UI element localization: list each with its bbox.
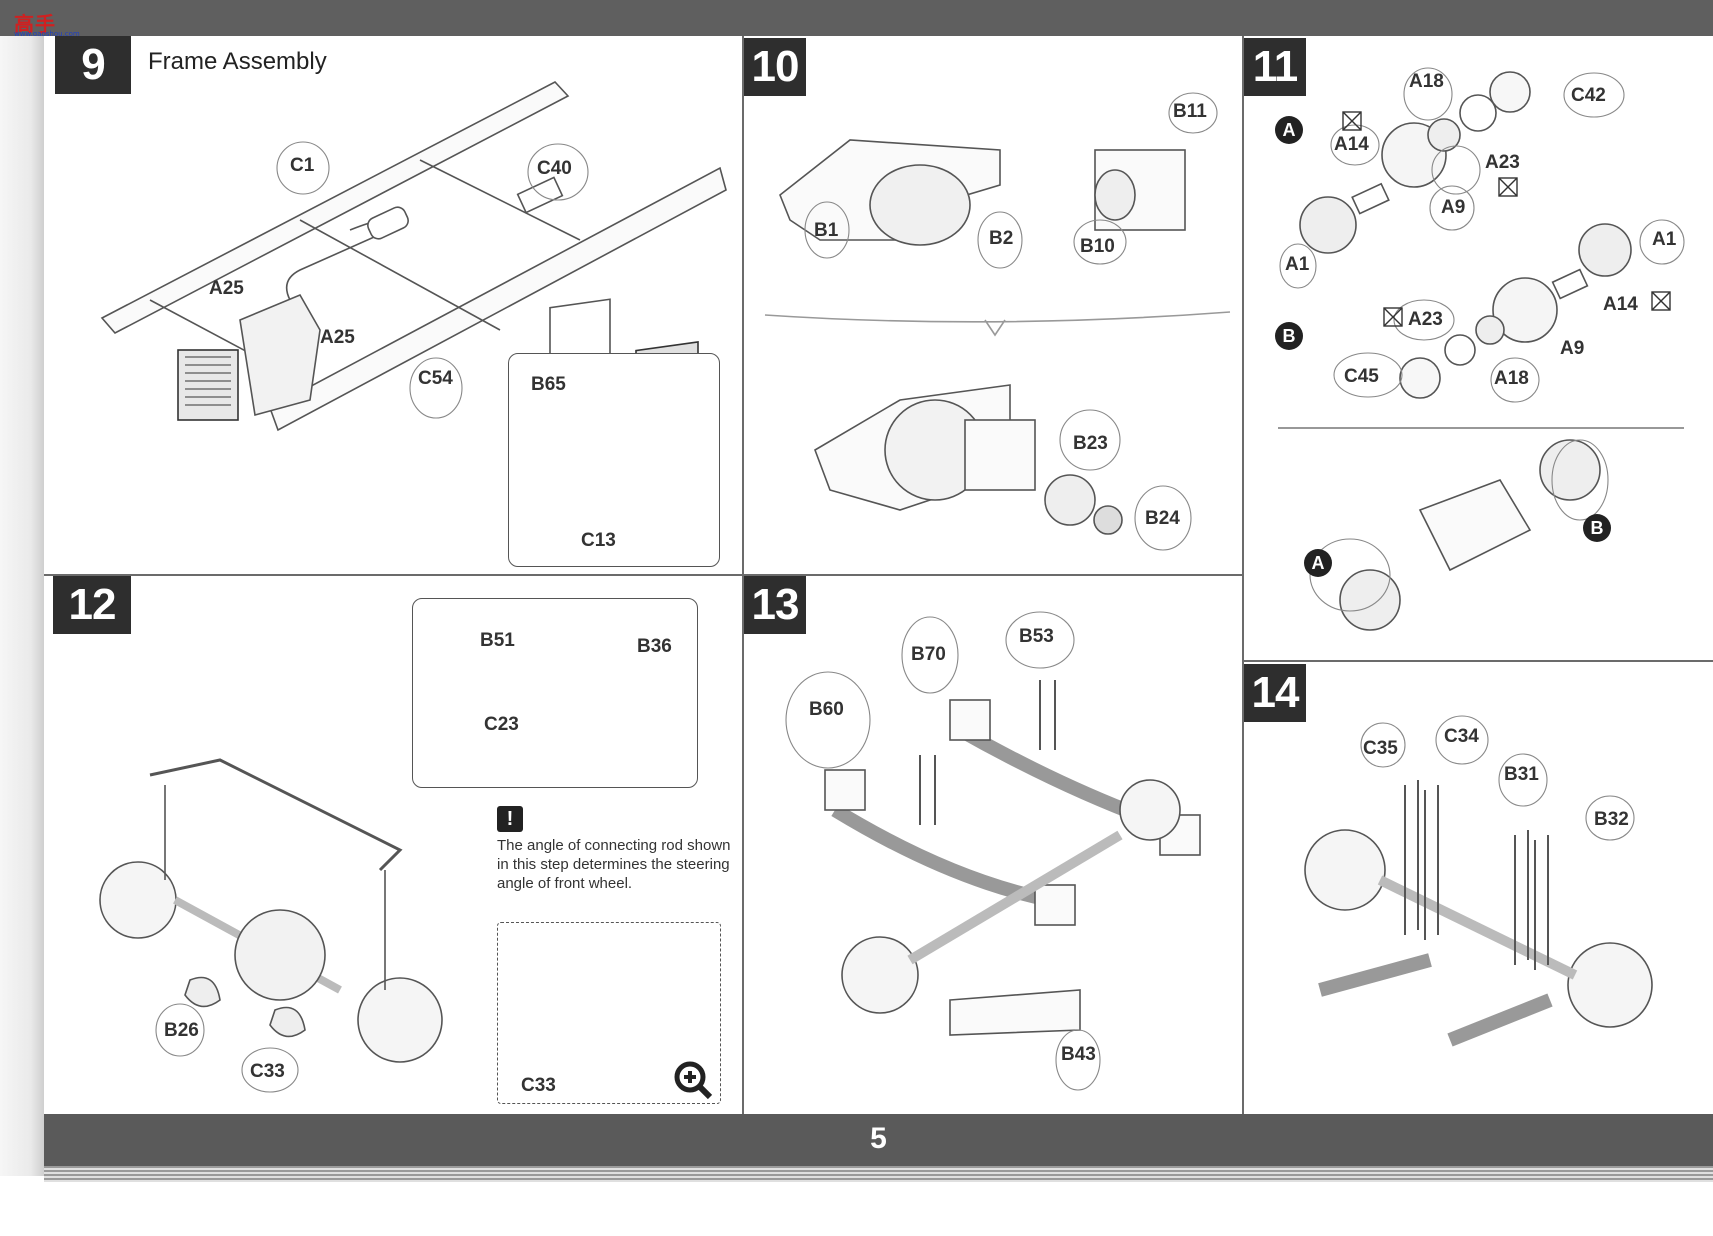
axle-housing-bottom bbox=[814, 384, 1123, 535]
part-label: A23 bbox=[1408, 309, 1443, 330]
step-11-number: 11 bbox=[1244, 38, 1306, 96]
part-label: A9 bbox=[1441, 197, 1466, 218]
page-gutter bbox=[0, 36, 44, 1176]
part-label: B24 bbox=[1145, 508, 1180, 529]
subassembly-a-marker: A bbox=[1275, 116, 1303, 144]
step-12-number: 12 bbox=[53, 576, 131, 634]
page-edge bbox=[44, 1166, 1713, 1182]
part-label: A14 bbox=[1603, 294, 1638, 315]
bottom-bar: 5 bbox=[44, 1114, 1713, 1166]
subassembly-b-marker-2: B bbox=[1583, 514, 1611, 542]
step-14-number: 14 bbox=[1244, 664, 1306, 722]
divider-h1 bbox=[44, 574, 1244, 576]
part-label: B2 bbox=[989, 228, 1014, 249]
part-label: B32 bbox=[1594, 809, 1629, 830]
part-label: C33 bbox=[521, 1075, 556, 1096]
part-label: C1 bbox=[290, 155, 315, 176]
axle-assembled bbox=[1339, 439, 1601, 631]
step-9-title: Frame Assembly bbox=[148, 48, 327, 75]
step-9-number: 9 bbox=[55, 36, 131, 94]
subassembly-b-marker: B bbox=[1275, 322, 1303, 350]
no-glue-icon bbox=[1383, 307, 1403, 327]
axle-housing-top bbox=[779, 139, 1186, 246]
step-10-number: 10 bbox=[744, 38, 806, 96]
part-label: A1 bbox=[1652, 229, 1677, 250]
part-label: B23 bbox=[1073, 433, 1108, 454]
part-label: B51 bbox=[480, 630, 515, 651]
divider-h2 bbox=[1242, 660, 1713, 662]
part-label: A9 bbox=[1560, 338, 1585, 359]
part-label: C13 bbox=[581, 530, 616, 551]
steering-note: The angle of connecting rod shown in thi… bbox=[497, 837, 731, 892]
part-label: B31 bbox=[1504, 764, 1539, 785]
part-label: C23 bbox=[484, 714, 519, 735]
part-label: B26 bbox=[164, 1020, 199, 1041]
watermark-url: www.gaoshou.com bbox=[14, 30, 80, 38]
step-13-number: 13 bbox=[744, 576, 806, 634]
step-9-radiator-inset bbox=[508, 353, 720, 567]
no-glue-icon bbox=[1342, 111, 1362, 131]
part-label: B60 bbox=[809, 699, 844, 720]
radiator-engine bbox=[177, 176, 564, 421]
part-label: A18 bbox=[1494, 368, 1529, 389]
part-label: B10 bbox=[1080, 236, 1115, 257]
part-label: B11 bbox=[1173, 101, 1207, 122]
part-label: A25 bbox=[209, 278, 244, 299]
page-number: 5 bbox=[870, 1122, 887, 1155]
part-label: B53 bbox=[1019, 626, 1054, 647]
front-axle bbox=[99, 758, 443, 1063]
part-label: B65 bbox=[531, 374, 566, 395]
hub-exploded-b bbox=[1399, 223, 1632, 399]
part-label: B70 bbox=[911, 644, 946, 665]
part-label: C45 bbox=[1344, 366, 1379, 387]
frame-rails bbox=[100, 81, 727, 432]
step-12-tie-rod-inset bbox=[412, 598, 698, 788]
part-label: A25 bbox=[320, 327, 355, 348]
subassembly-a-marker-2: A bbox=[1304, 549, 1332, 577]
hub-exploded-a bbox=[1299, 71, 1531, 254]
part-label: B43 bbox=[1061, 1044, 1096, 1065]
warning-icon: ! bbox=[497, 806, 523, 832]
part-label: B1 bbox=[814, 220, 839, 241]
part-label: C42 bbox=[1571, 85, 1606, 106]
step-12-zoom-inset bbox=[497, 922, 721, 1104]
rear-axle-14 bbox=[1304, 780, 1653, 1047]
part-label: C54 bbox=[418, 368, 453, 389]
part-label: C34 bbox=[1444, 726, 1479, 747]
part-label: C33 bbox=[250, 1061, 285, 1082]
part-label: A23 bbox=[1485, 152, 1520, 173]
part-label: A1 bbox=[1285, 254, 1310, 275]
part-label: A18 bbox=[1409, 71, 1444, 92]
part-label: A14 bbox=[1334, 134, 1369, 155]
part-label: C40 bbox=[537, 158, 572, 179]
no-glue-icon bbox=[1651, 291, 1671, 311]
zoom-in-icon bbox=[674, 1061, 713, 1100]
no-glue-icon bbox=[1498, 177, 1518, 197]
part-label: B36 bbox=[637, 636, 672, 657]
part-label: C35 bbox=[1363, 738, 1398, 759]
rear-axle-13 bbox=[841, 779, 1181, 1036]
top-bar bbox=[0, 0, 1713, 36]
